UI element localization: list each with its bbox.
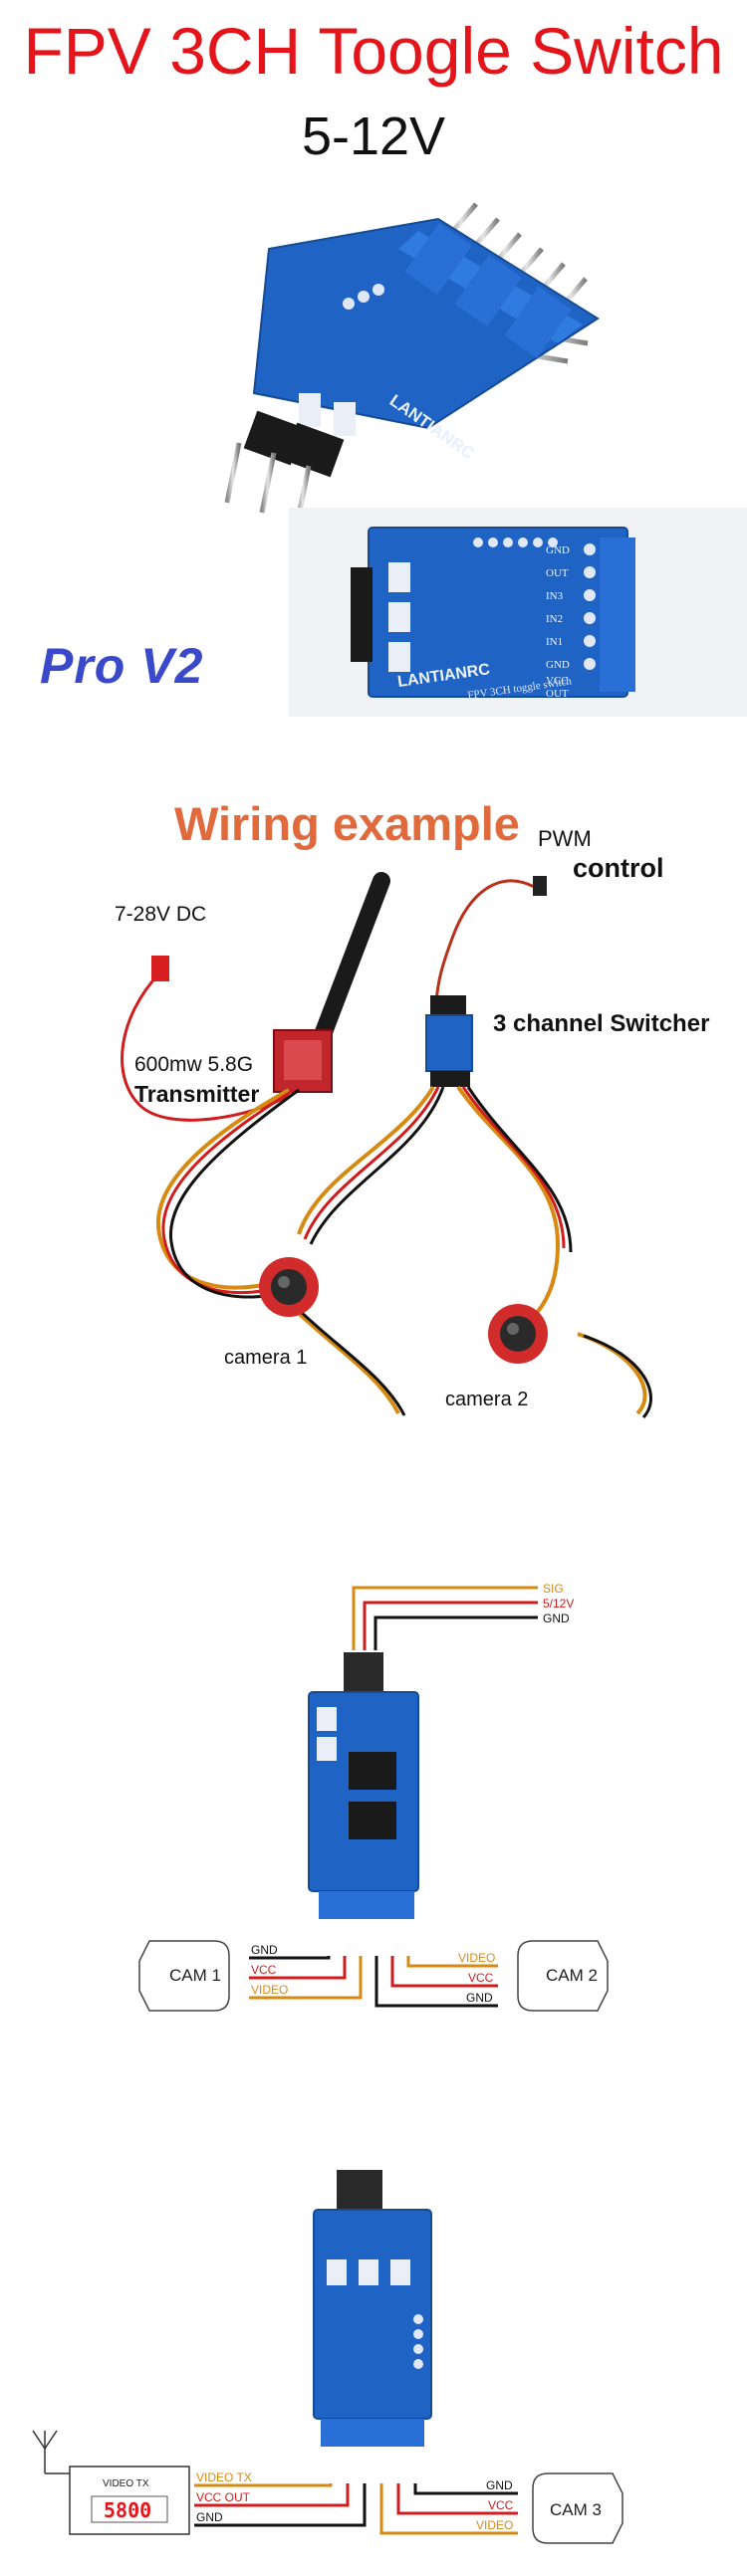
product-photo-top xyxy=(0,177,747,527)
wiring-title: Wiring example xyxy=(174,797,520,850)
tx-display xyxy=(91,2495,168,2523)
gnd-label: GND xyxy=(543,1611,570,1625)
camera-1-photo xyxy=(259,1257,319,1317)
camera-1-label: camera 1 xyxy=(224,1347,308,1369)
cam-2-symbol xyxy=(517,1940,609,2012)
cam-3-label: CAM 3 xyxy=(550,2500,602,2519)
sig-label: SIG xyxy=(543,1582,564,1596)
version-label: Pro V2 xyxy=(40,638,204,694)
left-video-label: VIDEO xyxy=(251,1983,288,1997)
switch-board-diagram-2 xyxy=(313,2209,432,2420)
tx-box-label: VIDEO TX xyxy=(103,2478,149,2489)
cam-1-symbol xyxy=(138,1940,230,2012)
camera-2-label: camera 2 xyxy=(445,1389,529,1410)
video-tx-label: VIDEO TX xyxy=(196,2470,252,2484)
gnd-right-label: GND xyxy=(486,2478,513,2492)
left-gnd-label: GND xyxy=(251,1943,278,1957)
product-photo-flat xyxy=(289,508,747,717)
gnd-left-label: GND xyxy=(196,2510,223,2524)
pin-label: GND xyxy=(546,544,570,556)
pin-label: IN3 xyxy=(546,590,564,602)
right-vcc-label: VCC xyxy=(468,1971,494,1985)
tx-label-line1: 600mw 5.8G xyxy=(134,1053,254,1076)
pin-header-right-flat xyxy=(633,544,702,670)
antenna xyxy=(310,872,390,1054)
voltage-subtitle: 5-12V xyxy=(301,107,446,166)
left-vcc-label: VCC xyxy=(251,1963,277,1977)
pwm-label: PWM xyxy=(538,826,592,851)
pin-label: IN1 xyxy=(546,636,563,648)
video-right-label: VIDEO xyxy=(476,2518,513,2532)
wiring-photo xyxy=(121,872,652,1419)
pin-label: IN2 xyxy=(546,613,563,625)
tx-display-value: 5800 xyxy=(104,2498,151,2522)
antenna-icon xyxy=(32,2430,70,2474)
pin-label: OUT xyxy=(546,567,569,579)
vcc-out-label: VCC OUT xyxy=(196,2490,251,2504)
dc-connector xyxy=(151,956,169,981)
pin-label: VCC xyxy=(546,675,569,687)
vcc-right-label: VCC xyxy=(488,2498,514,2512)
tx-label-line2: Transmitter xyxy=(134,1081,260,1107)
cam-1-label: CAM 1 xyxy=(169,1966,221,1985)
wiring-diagram-tx xyxy=(32,2130,623,2544)
pin-label: GND xyxy=(546,659,570,671)
camera-2-photo xyxy=(488,1304,548,1364)
switcher-label: 3 channel Switcher xyxy=(493,1010,710,1037)
control-label: control xyxy=(573,853,664,883)
wiring-diagram-dual-camera xyxy=(138,1586,609,2012)
right-video-label: VIDEO xyxy=(458,1951,495,1965)
power-label: 5/12V xyxy=(543,1597,574,1610)
pin-label: OUT xyxy=(546,688,569,700)
page-title: FPV 3CH Toogle Switch xyxy=(23,14,724,88)
right-gnd-label: GND xyxy=(466,1991,493,2005)
switcher-board xyxy=(425,1014,473,1072)
dc-label: 7-28V DC xyxy=(115,903,207,926)
cam-3-symbol xyxy=(532,2472,623,2544)
cam-2-label: CAM 2 xyxy=(546,1966,598,1985)
